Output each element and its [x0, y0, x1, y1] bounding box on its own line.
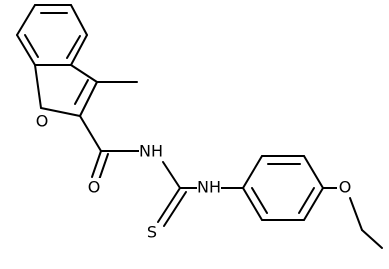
bond	[16, 34, 36, 66]
label-background	[197, 179, 221, 197]
ring-oxygen-label: O	[36, 112, 49, 131]
bond	[361, 229, 383, 249]
ether-oxygen-label: O	[339, 178, 352, 197]
ethoxy-group	[322, 187, 383, 249]
bond	[34, 64, 42, 109]
bond	[242, 155, 263, 189]
bond	[303, 155, 324, 189]
bond	[70, 4, 88, 36]
bond	[16, 4, 36, 36]
bond	[303, 187, 324, 221]
bond	[40, 107, 81, 117]
bond-double-inner	[66, 35, 81, 59]
atom-labels: O O NH NH S O	[34, 112, 353, 242]
bond	[162, 161, 181, 189]
bond	[91, 150, 102, 178]
bond-double-inner	[24, 34, 39, 58]
bond-double	[98, 153, 109, 181]
label-background	[139, 143, 163, 161]
bond	[79, 115, 102, 152]
carbonyl-amide	[79, 115, 181, 189]
benzene-ring	[16, 4, 88, 66]
bond	[242, 187, 263, 221]
bond	[79, 81, 98, 117]
label-background	[86, 178, 102, 196]
amide-nh-label: NH	[139, 142, 163, 161]
bond	[70, 34, 88, 66]
thiourea-group	[157, 187, 244, 227]
bond-double-inner	[251, 187, 268, 214]
bond	[70, 64, 98, 83]
thioamide-nh-label: NH	[197, 178, 221, 197]
bond-double-inner	[298, 187, 315, 214]
bond-double-inner	[74, 79, 89, 105]
label-background	[145, 224, 159, 242]
phenyl-ring	[242, 155, 324, 221]
carbonyl-oxygen-label: O	[88, 178, 101, 197]
furan-ring	[34, 64, 98, 117]
sulfur-label: S	[147, 223, 157, 242]
bond	[157, 187, 181, 223]
bond-double	[163, 191, 187, 227]
label-background	[34, 112, 50, 130]
bond	[349, 197, 363, 231]
label-background	[337, 179, 353, 197]
